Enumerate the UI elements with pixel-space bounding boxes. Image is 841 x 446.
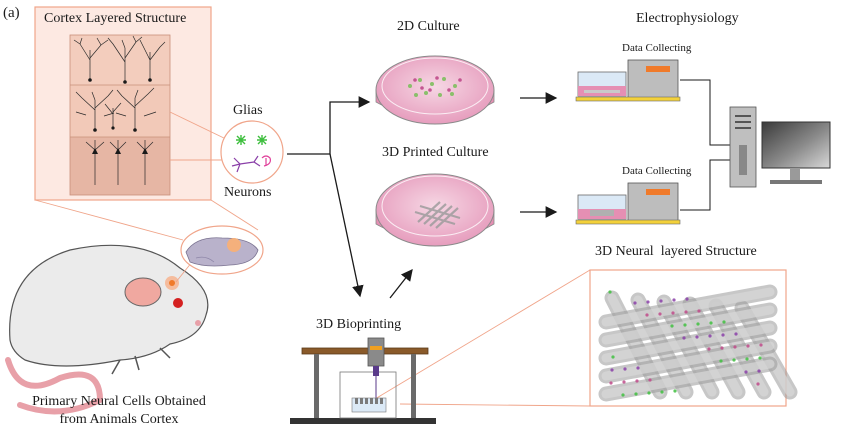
source-line-2: from Animals Cortex [59,412,179,427]
scaffold-rod-core [601,305,775,345]
embedded-cell [744,370,748,374]
embedded-cell [659,299,663,303]
glia-neuron-inset [220,120,284,184]
embedded-cell [746,344,750,348]
panel-label: (a) [3,5,20,21]
embedded-cell [609,381,613,385]
cortex-label: Cortex Layered Structure [44,11,187,26]
embedded-cell [721,333,725,337]
embedded-cell [722,320,726,324]
embedded-cell [758,356,762,360]
embedded-cell [673,389,677,393]
embedded-cell [709,321,713,325]
embedded-cell [633,301,637,305]
station-top [575,59,681,102]
scaffold-rods [598,284,798,402]
embedded-cell [759,343,763,347]
embedded-cell [757,369,761,373]
embedded-cell [634,392,638,396]
embedded-cell [734,332,738,336]
cortex-panel [34,6,212,201]
neural-structure-panel [369,269,798,407]
embedded-cell [756,382,760,386]
bioprinter [290,337,436,424]
embedded-cell [745,357,749,361]
embedded-cell [733,345,737,349]
scaffold-rod-core [601,359,775,399]
embedded-cell [696,322,700,326]
data-collecting-top-label: Data Collecting [622,42,692,54]
embedded-cell [623,367,627,371]
bioprinting-label: 3D Bioprinting [316,317,402,332]
brain-inset [180,225,264,275]
culture-3d-label: 3D Printed Culture [382,145,489,160]
embedded-cell [647,391,651,395]
embedded-cell [670,324,674,328]
embedded-cell [622,380,626,384]
embedded-cell [648,378,652,382]
dendrite-sketch [73,35,166,185]
scaffold-rod-core [601,287,775,327]
embedded-cell [660,390,664,394]
zoom-lines-cortex [34,111,259,241]
embedded-cell [636,366,640,370]
embedded-cell [720,346,724,350]
neural-structure-label: 3D Neural layered Structure [595,244,757,259]
cell-bodies [88,78,152,154]
embedded-cell [697,309,701,313]
neuron-icon [231,155,261,173]
embedded-cell [658,312,662,316]
embedded-cell [672,298,676,302]
embedded-cell [646,300,650,304]
embedded-cell [732,358,736,362]
culture-2d-label: 2D Culture [397,19,460,34]
glias-label: Glias [233,103,263,118]
station-bottom [575,182,681,225]
flow-arrows [287,92,558,299]
scaffold-rod-core [601,341,775,381]
neurons-label: Neurons [224,185,272,200]
data-collecting-bottom-label: Data Collecting [622,165,692,177]
embedded-cell [671,311,675,315]
embedded-cell [695,335,699,339]
embedded-cell [608,290,612,294]
dish-3d-printed [375,173,495,247]
embedded-cell [621,393,625,397]
embedded-cell [719,359,723,363]
glia-icon [236,135,267,145]
scaffold-rod-core [601,323,775,363]
computer [729,106,831,188]
embedded-cell [610,368,614,372]
embedded-cell [708,334,712,338]
embedded-cell [611,355,615,359]
embedded-cell [682,336,686,340]
embedded-cell [684,310,688,314]
embedded-cell [685,297,689,301]
electrophysiology-label: Electrophysiology [636,11,739,26]
wires [680,79,730,211]
embedded-cell [707,347,711,351]
mouse-illustration [5,244,209,415]
embedded-cell [635,379,639,383]
dish-2d [375,55,495,125]
embedded-cell [645,313,649,317]
source-line-1: Primary Neural Cells Obtained [32,394,206,409]
embedded-cell [683,323,687,327]
